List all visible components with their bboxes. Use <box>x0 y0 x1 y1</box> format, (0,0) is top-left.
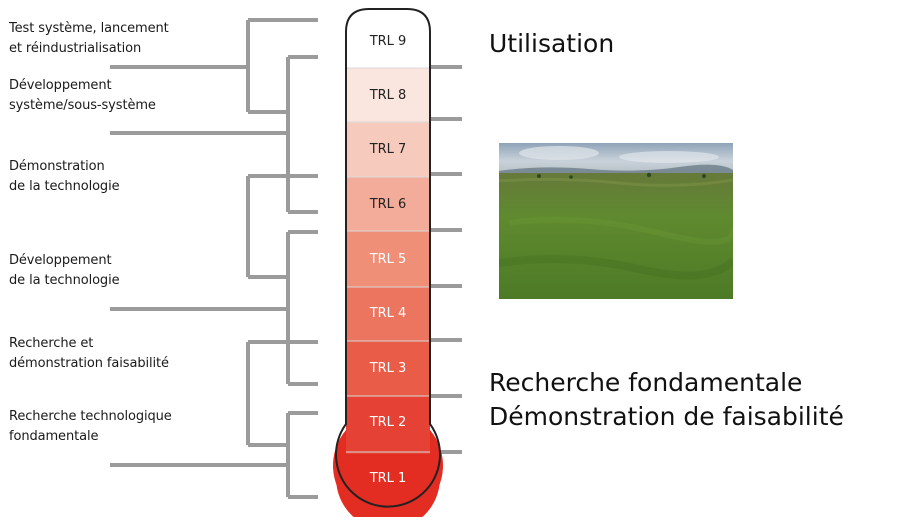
trl-level-label: TRL 7 <box>369 142 407 157</box>
trl-level-label: TRL 9 <box>369 34 407 49</box>
landscape-photo <box>499 143 733 299</box>
label-recherche-fondamentale: Recherche fondamentale Démonstration de … <box>489 368 844 431</box>
trl-9-segment <box>346 9 430 68</box>
trl-7-segment <box>346 122 430 177</box>
trl-3-segment <box>346 341 430 396</box>
trl-6-segment <box>346 177 430 231</box>
trl-level-label: TRL 6 <box>369 197 407 212</box>
trl-thermometer: TRL 9 TRL 8 TRL 7 TRL 6 TRL 5 TRL 4 TRL 3 TRL 2… <box>333 8 443 517</box>
label-utilisation: Utilisation <box>489 29 615 58</box>
phase-label-5: Recherche et démonstration faisabilité <box>9 336 169 371</box>
phase-label-4: Développement de la technologie <box>9 253 120 288</box>
trl-4-segment <box>346 287 430 341</box>
thermometer-outline <box>335 8 441 508</box>
phase-label-2: Développement système/sous-système <box>9 78 156 113</box>
phase-label-3: Démonstration de la technologie <box>9 159 120 194</box>
trl-level-label: TRL 5 <box>369 252 407 267</box>
phase-label-1: Test système, lancement et réindustriali… <box>9 21 169 56</box>
trl-5-segment <box>346 231 430 287</box>
trl-level-label: TRL 1 <box>369 471 407 486</box>
trl-level-label: TRL 4 <box>369 306 407 321</box>
trl-8-segment <box>346 68 430 122</box>
trl-level-label: TRL 2 <box>369 415 407 430</box>
trl-level-label: TRL 3 <box>369 361 407 376</box>
trl-level-label: TRL 8 <box>369 88 407 103</box>
phase-label-6: Recherche technologique fondamentale <box>9 409 172 444</box>
connector-lines <box>110 18 462 499</box>
